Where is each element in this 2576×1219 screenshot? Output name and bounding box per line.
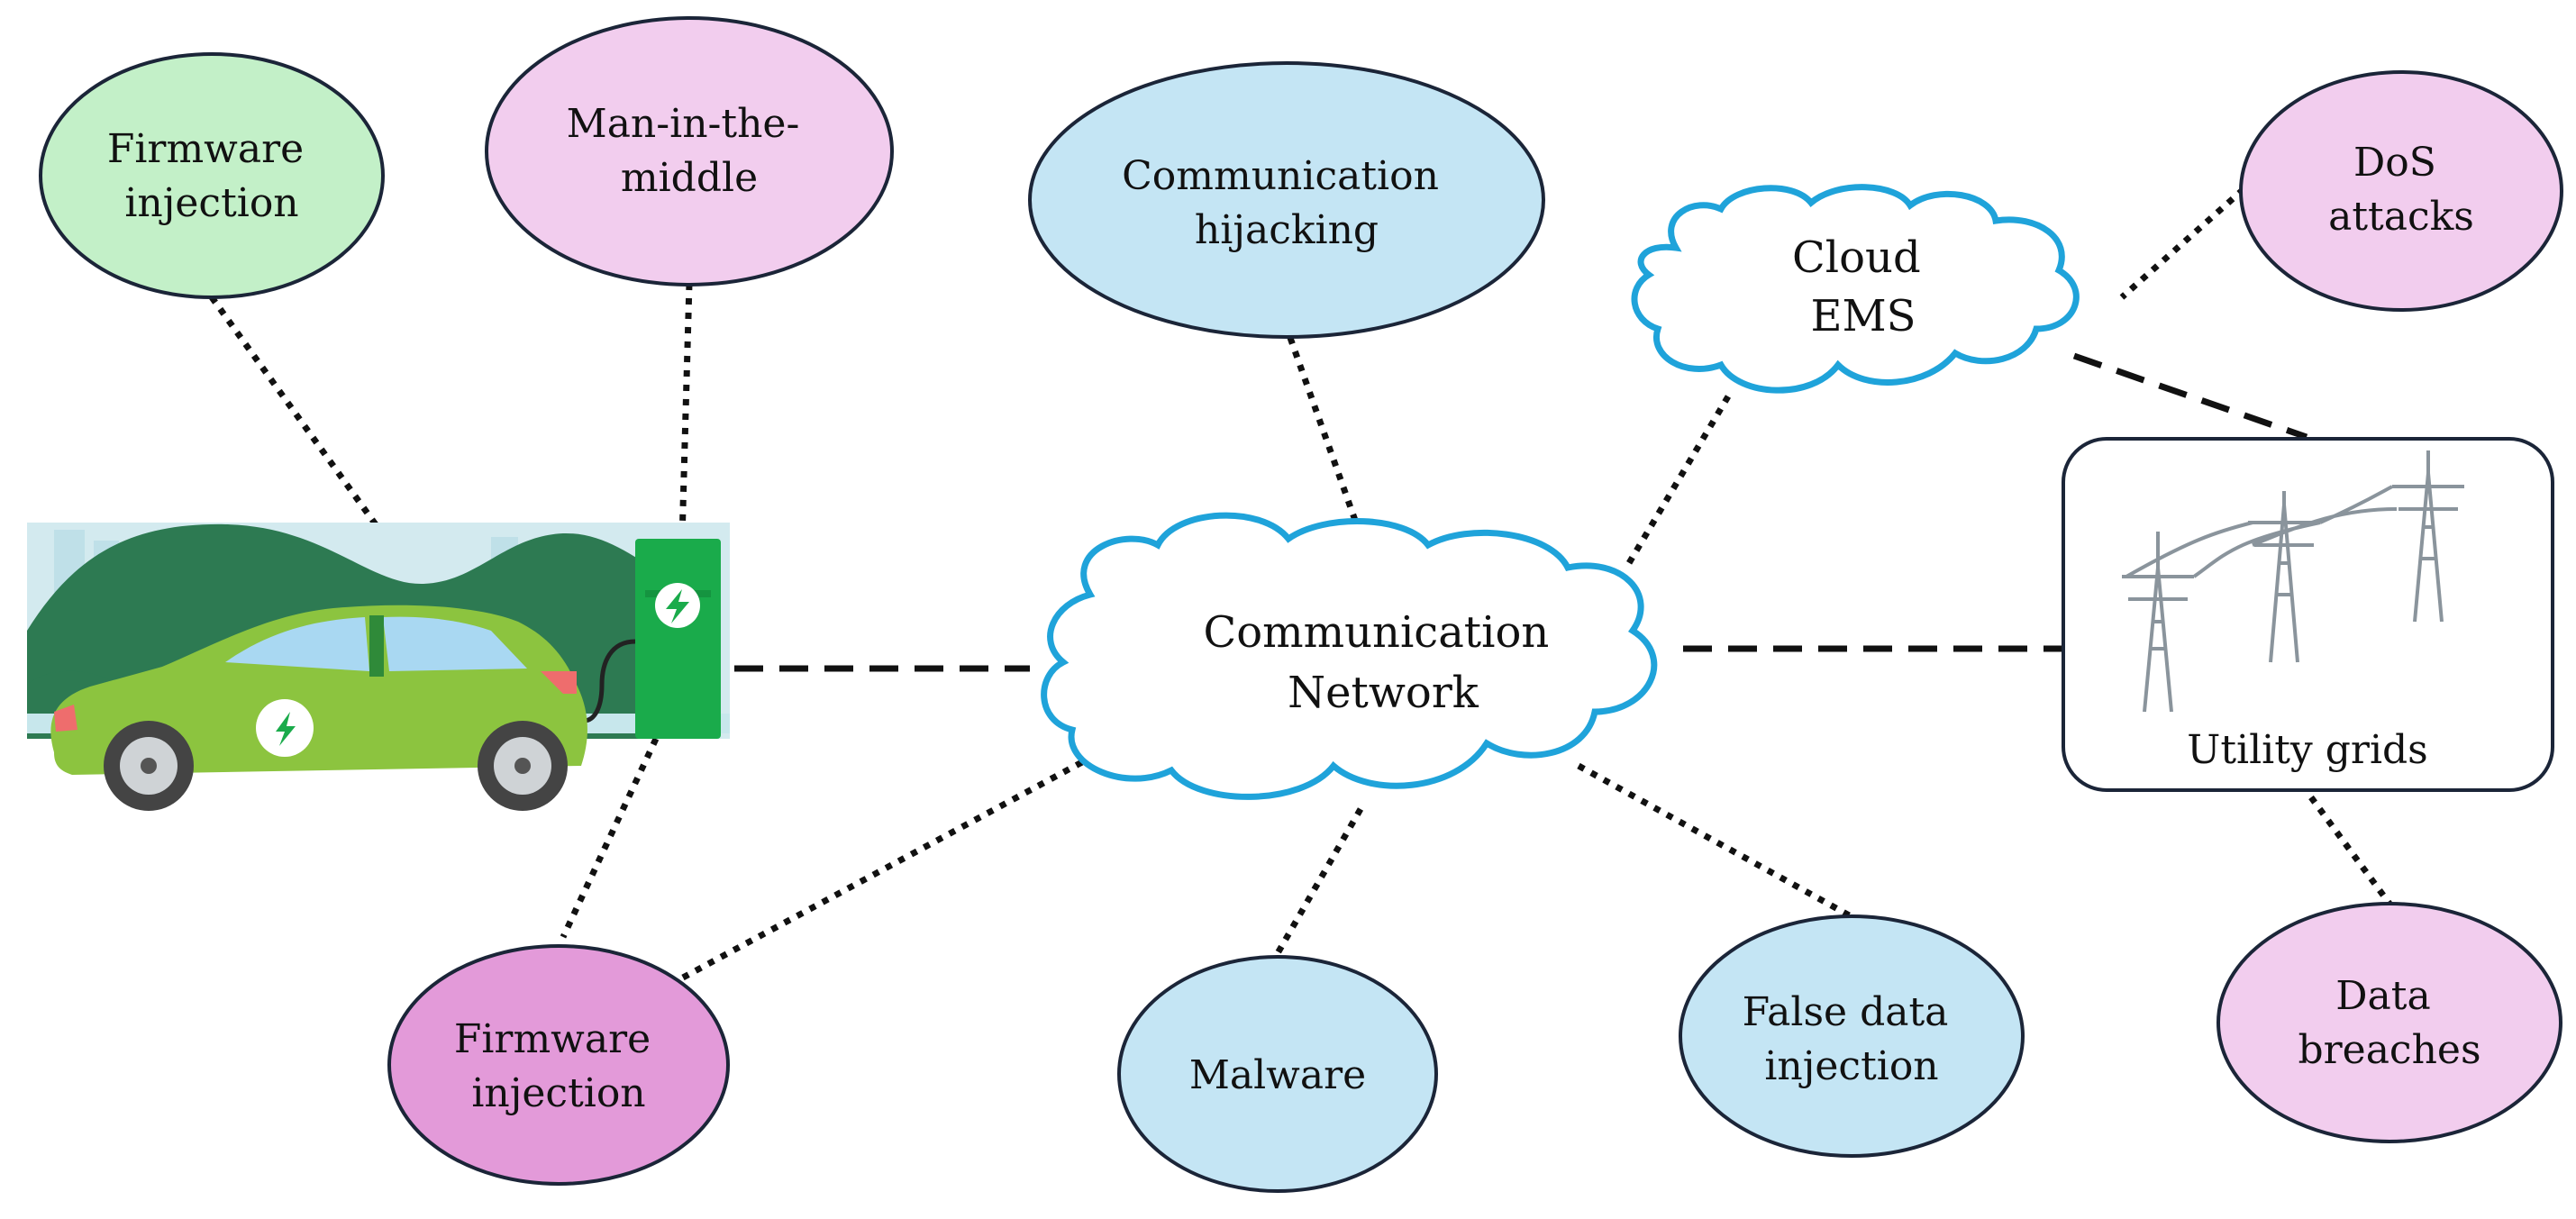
link-dos-to-cloud	[2119, 186, 2246, 300]
threat-communication-hijacking: Communication hijacking	[1028, 61, 1545, 339]
threat-data-breaches: Data breaches	[2216, 902, 2562, 1143]
svg-text:DoS attacks: DoS attacks	[2328, 140, 2474, 240]
utility-grids-label: Utility grids	[2187, 727, 2428, 773]
link-cloud-to-network	[1623, 395, 1732, 569]
threat-false-data-injection: False data injection	[1679, 914, 2025, 1158]
svg-text:Communication hijacking: Communication hijacking	[1122, 153, 1452, 253]
threat-firmware-injection-bottom: Firmware injection	[387, 944, 730, 1186]
threat-man-in-the-middle: Man-in-the- middle	[485, 16, 894, 287]
link-malware-to-network	[1274, 807, 1364, 955]
communication-network-cloud: Communication Network	[1041, 512, 1658, 800]
threat-dos-attacks: DoS attacks	[2239, 70, 2563, 312]
communication-network-label: Communication Network	[1203, 607, 1562, 718]
link-mitm-to-charger	[678, 283, 693, 541]
svg-text:Malware: Malware	[1189, 1052, 1366, 1098]
link-firmware-bottom-to-network	[681, 753, 1094, 981]
cloud-ems-cloud: Cloud EMS	[1631, 184, 2080, 394]
electric-car-charging-icon	[27, 523, 730, 811]
threat-firmware-injection-top: Firmware injection	[39, 52, 385, 299]
power-transmission-tower-icon	[2122, 450, 2464, 713]
link-false-data-to-network	[1577, 762, 1854, 921]
link-charger-to-firmware-bottom	[560, 737, 660, 939]
link-hijacking-to-network	[1287, 336, 1366, 542]
svg-text:Firmware injection: Firmware injection	[107, 126, 316, 226]
svg-text:Data breaches: Data breaches	[2298, 973, 2480, 1073]
link-cloud-to-grid	[2072, 352, 2308, 441]
utility-grids-box: Utility grids	[2062, 437, 2554, 792]
svg-text:False data injection: False data injection	[1743, 989, 1962, 1089]
threat-malware: Malware	[1117, 955, 1438, 1193]
cloud-ems-label: Cloud EMS	[1792, 232, 1934, 341]
svg-text:Man-in-the- middle: Man-in-the- middle	[567, 101, 813, 201]
svg-text:Firmware injection: Firmware injection	[454, 1016, 663, 1116]
charger-station-icon	[635, 539, 721, 739]
connectors	[209, 186, 2392, 981]
link-grid-to-data-breaches	[2308, 795, 2392, 906]
